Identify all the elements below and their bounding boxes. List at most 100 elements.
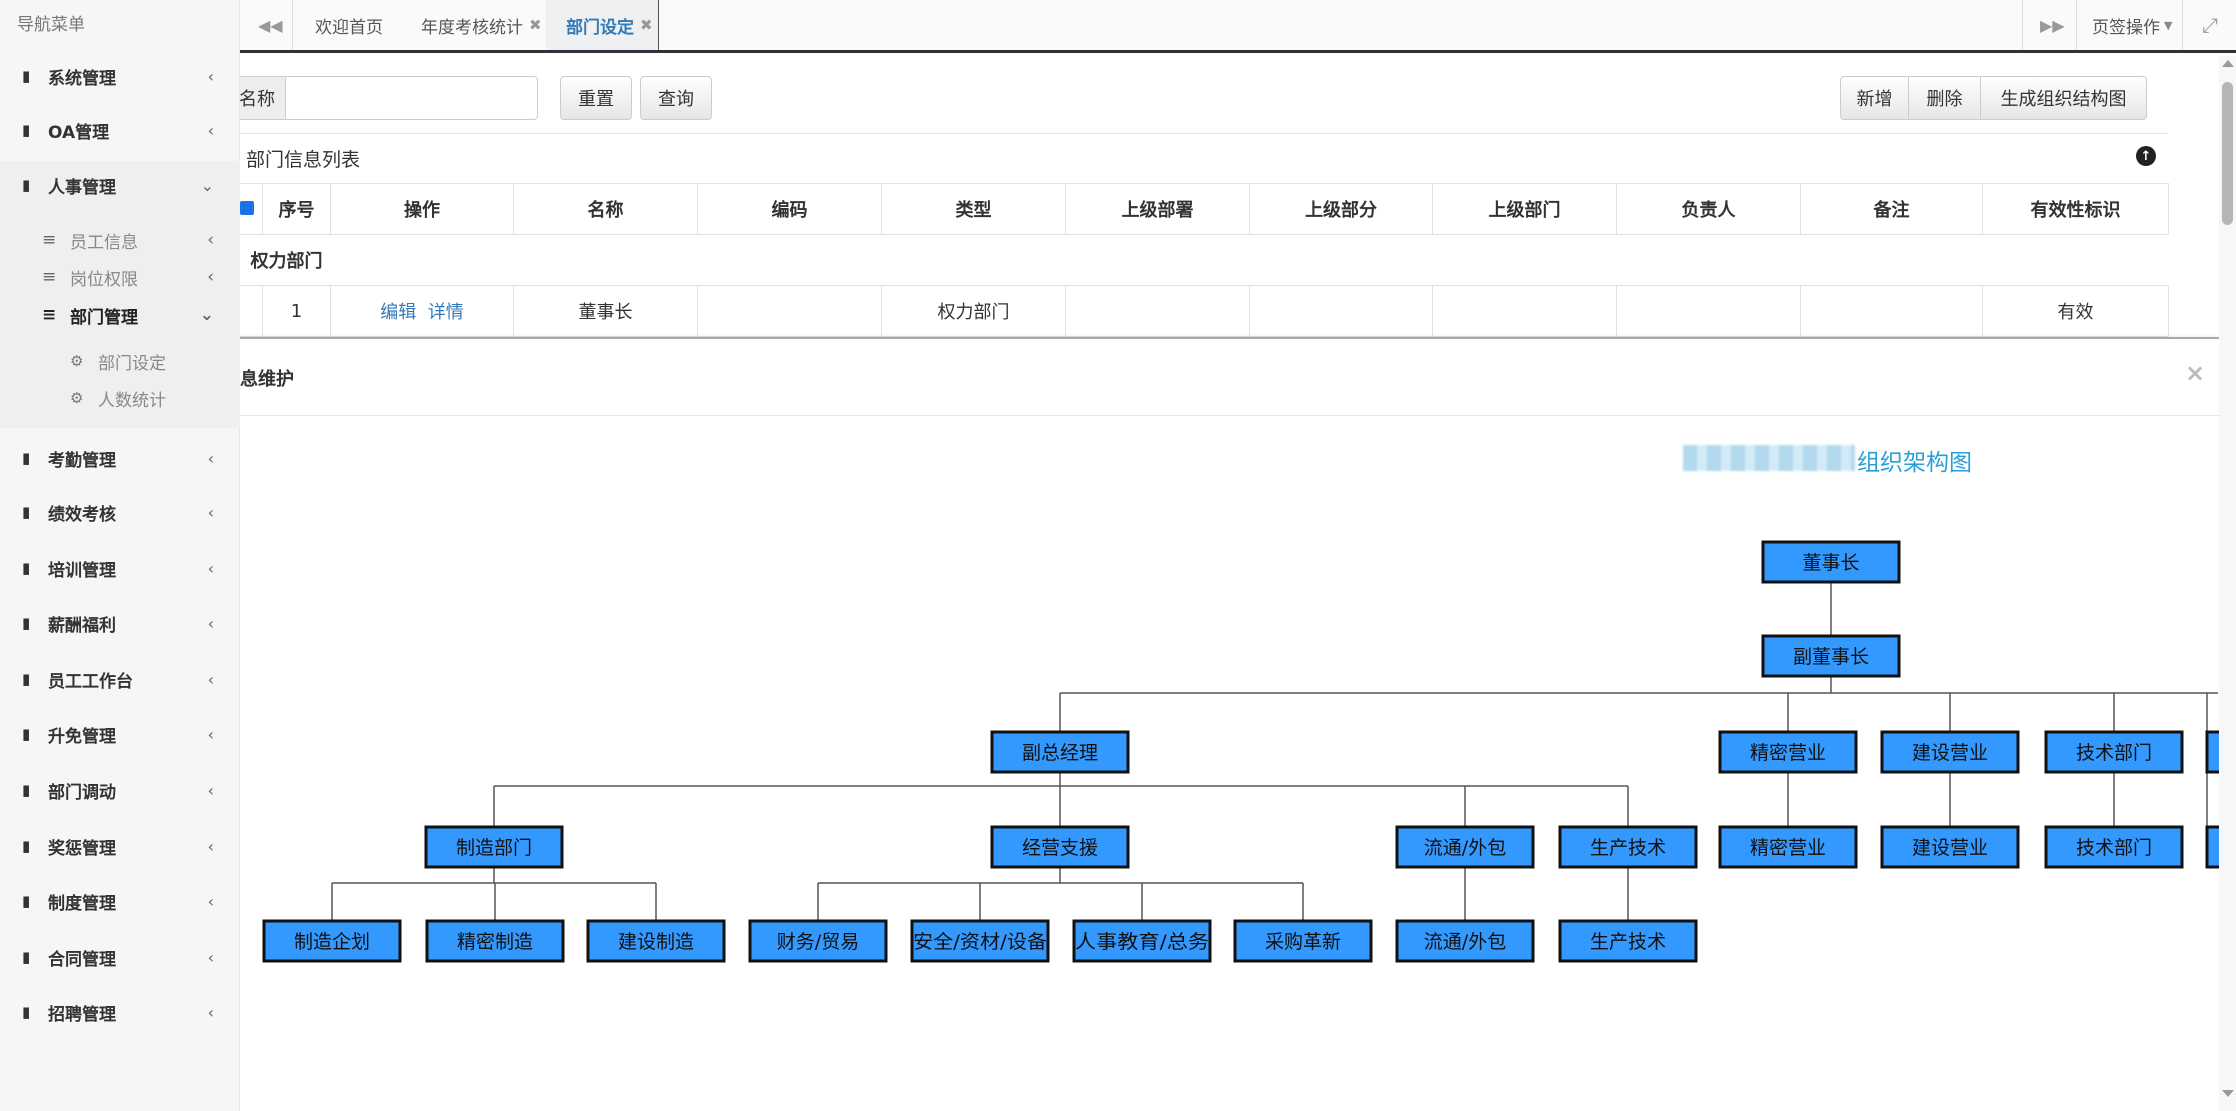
sidebar-item-promotion[interactable]: ▮升免管理‹ [0, 714, 240, 754]
scrollbar-thumb[interactable] [2222, 82, 2233, 225]
chevron-left-icon: ‹ [207, 947, 214, 967]
book-icon: ▮ [22, 948, 31, 966]
sidebar-item-label: OA管理 [48, 122, 110, 143]
tabs-scroll-right-icon[interactable]: ▶▶ [2040, 15, 2065, 35]
fullscreen-icon[interactable]: ⤢ [2202, 13, 2218, 37]
close-icon[interactable]: ✖ [640, 16, 653, 34]
sidebar-item-hr[interactable]: ▮人事管理⌄ [0, 165, 240, 205]
cell-parent1 [1065, 285, 1250, 337]
dept-table: 序号 操作 名称 编码 类型 上级部署 上级部分 上级部门 负责人 备注 有效性… [200, 183, 2169, 337]
book-icon: ▮ [22, 67, 31, 85]
collapse-up-icon[interactable]: ↑ [2136, 146, 2156, 166]
close-icon[interactable]: ✖ [529, 16, 542, 34]
gears-icon: ⚙ [70, 352, 84, 370]
sidebar-item-reward[interactable]: ▮奖惩管理‹ [0, 826, 240, 866]
cell-code [697, 285, 882, 337]
sidebar-item-salary[interactable]: ▮薪酬福利‹ [0, 603, 240, 643]
sidebar-subitem-employee-info[interactable]: ≡员工信息‹ [0, 223, 240, 257]
sidebar-item-training[interactable]: ▮培训管理‹ [0, 548, 240, 588]
scroll-up-arrow[interactable] [2222, 60, 2234, 67]
sidebar-item-recruit[interactable]: ▮招聘管理‹ [0, 992, 240, 1032]
cell-valid: 有效 [1982, 285, 2169, 337]
sidebar-subitem-headcount-stats[interactable]: ⚙人数统计 [0, 381, 240, 415]
sidebar-item-label: 系统管理 [48, 68, 116, 89]
col-header: 上级部门 [1432, 183, 1617, 235]
group-row[interactable]: 权力部门 [200, 234, 2169, 286]
col-header: 编码 [697, 183, 882, 235]
sidebar-subitem-dept-settings[interactable]: ⚙ 部门设定 [0, 344, 240, 378]
sidebar-item-label: 招聘管理 [48, 1004, 116, 1025]
chevron-left-icon: ‹ [207, 448, 214, 468]
book-icon: ▮ [22, 121, 31, 139]
table-header-row: 序号 操作 名称 编码 类型 上级部署 上级部分 上级部门 负责人 备注 有效性… [200, 183, 2169, 235]
generate-org-chart-button[interactable]: 生成组织结构图 [1980, 76, 2147, 120]
tab-operations-dropdown[interactable]: 页签操作▼ [2092, 0, 2172, 50]
delete-button[interactable]: 删除 [1908, 76, 1981, 120]
cell-owner [1616, 285, 1801, 337]
chevron-left-icon: ‹ [207, 613, 214, 633]
tab-dept-settings[interactable]: 部门设定✖ [546, 0, 659, 50]
book-icon: ▮ [22, 503, 31, 521]
tab-welcome[interactable]: 欢迎首页 [315, 0, 383, 50]
query-button[interactable]: 查询 [640, 76, 712, 120]
scroll-down-arrow[interactable] [2222, 1090, 2234, 1097]
tab-ops-label: 页签操作 [2092, 17, 2160, 38]
sidebar-item-system[interactable]: ▮ 系统管理 ‹ [0, 56, 240, 96]
col-header: 上级部署 [1065, 183, 1250, 235]
book-icon: ▮ [22, 449, 31, 467]
edit-link[interactable]: 编辑 [380, 302, 417, 323]
tabs-scroll-left-icon[interactable]: ◀◀ [258, 15, 283, 35]
divider [2022, 0, 2023, 50]
divider [2182, 0, 2183, 50]
name-search-input[interactable] [285, 76, 538, 120]
sidebar-item-contract[interactable]: ▮合同管理‹ [0, 937, 240, 977]
detail-link[interactable]: 详情 [427, 302, 464, 323]
cell-parent2 [1249, 285, 1433, 337]
sidebar-item-label: 薪酬福利 [48, 615, 116, 636]
tab-bar: ◀◀ 欢迎首页 年度考核统计 ✖ 部门设定✖ ▶▶ 页签操作▼ ⤢ [240, 0, 2236, 53]
chevron-left-icon: ‹ [207, 724, 214, 744]
chevron-left-icon: ‹ [207, 267, 214, 287]
chevron-left-icon: ‹ [207, 120, 214, 140]
org-chart-title: 组织架构图 [1857, 450, 1972, 476]
sidebar-item-performance[interactable]: ▮绩效考核‹ [0, 492, 240, 532]
reset-button[interactable]: 重置 [560, 76, 632, 120]
sidebar-item-attendance[interactable]: ▮考勤管理‹ [0, 438, 240, 478]
sidebar-title: 导航菜单 [17, 15, 85, 35]
tab-annual-review[interactable]: 年度考核统计 ✖ [421, 0, 542, 50]
book-icon: ▮ [22, 837, 31, 855]
list-icon: ≡ [42, 305, 57, 325]
book-icon: ▮ [22, 1003, 31, 1021]
tab-label: 年度考核统计 [421, 17, 523, 38]
modal-close-icon[interactable]: × [2185, 359, 2206, 387]
sidebar-subitem-label: 部门设定 [98, 353, 166, 374]
chevron-left-icon: ‹ [207, 780, 214, 800]
sidebar-subitem-dept-management[interactable]: ≡部门管理⌄ [0, 298, 240, 332]
add-button[interactable]: 新增 [1840, 76, 1909, 120]
chevron-left-icon: ‹ [207, 66, 214, 86]
group-label: 权力部门 [200, 234, 2169, 286]
cell-remark [1800, 285, 1983, 337]
cell-type: 权力部门 [881, 285, 1066, 337]
table-row[interactable]: 1 编辑 详情 董事长 权力部门 有效 [200, 285, 2169, 337]
chevron-left-icon: ‹ [207, 669, 214, 689]
cell-name: 董事长 [513, 285, 698, 337]
book-icon: ▮ [22, 176, 31, 194]
divider [2076, 0, 2077, 50]
divider [200, 133, 2168, 134]
list-icon: ≡ [42, 267, 57, 287]
sidebar-item-oa[interactable]: ▮ OA管理 ‹ [0, 110, 240, 150]
sidebar-item-label: 绩效考核 [48, 504, 116, 525]
sidebar-item-policy[interactable]: ▮制度管理‹ [0, 881, 240, 921]
scrollbar[interactable] [2219, 56, 2236, 1111]
sidebar-item-label: 员工工作台 [48, 671, 133, 692]
sidebar-item-label: 人事管理 [48, 177, 116, 198]
modal-divider [200, 415, 2219, 416]
book-icon: ▮ [22, 892, 31, 910]
sidebar-item-workbench[interactable]: ▮员工工作台‹ [0, 659, 240, 699]
col-header: 负责人 [1616, 183, 1801, 235]
sidebar-subitem-position-permission[interactable]: ≡ 岗位权限 ‹ [0, 260, 240, 294]
book-icon: ▮ [22, 725, 31, 743]
sidebar-item-transfer[interactable]: ▮部门调动‹ [0, 770, 240, 810]
sidebar-subitem-label: 岗位权限 [70, 269, 138, 290]
